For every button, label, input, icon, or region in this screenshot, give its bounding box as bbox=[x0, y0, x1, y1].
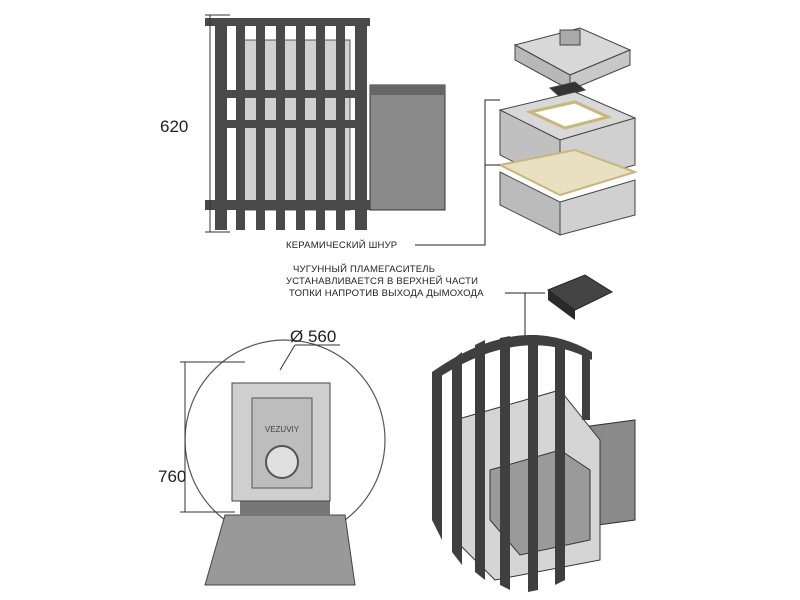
flame-damper bbox=[505, 274, 614, 345]
front-view-grid bbox=[205, 14, 446, 233]
height-dimension-bottom: 760 bbox=[158, 467, 187, 486]
ceramic-cord-label: КЕРАМИЧЕСКИЙ ШНУР bbox=[286, 240, 398, 251]
stove-3d-cutaway bbox=[432, 335, 636, 592]
damper-note-line3: ТОПКИ НАПРОТИВ ВЫХОДА ДЫМОХОДА bbox=[289, 288, 484, 299]
diameter-dimension: Ø 560 bbox=[290, 327, 337, 346]
door-logo: VEZUVIY bbox=[265, 425, 300, 434]
exploded-ceramic-parts bbox=[415, 27, 639, 246]
height-dimension-top: 620 bbox=[160, 117, 189, 136]
damper-note-line2: УСТАНАВЛИВАЕТСЯ В ВЕРХНЕЙ ЧАСТИ bbox=[286, 276, 479, 287]
damper-note-line1: ЧУГУННЫЙ ПЛАМЕГАСИТЕЛЬ bbox=[293, 264, 436, 275]
side-view: VEZUVIY bbox=[180, 339, 386, 586]
